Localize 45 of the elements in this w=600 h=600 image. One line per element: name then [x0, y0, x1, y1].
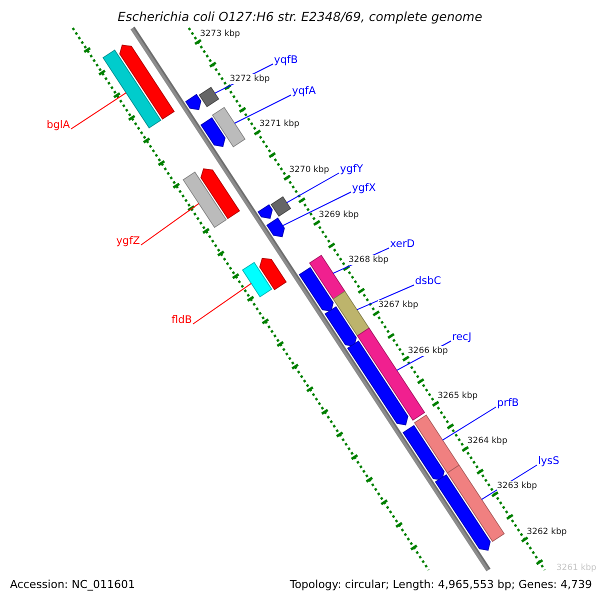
- accession-text: Accession: NC_011601: [10, 578, 136, 592]
- gene-label: dsbC: [415, 274, 442, 288]
- tick-label: 3262 kbp: [526, 526, 567, 536]
- gene-label: ygfX: [352, 181, 376, 195]
- tick-label: 3270 kbp: [289, 164, 330, 175]
- tick-label: 3266 kbp: [408, 346, 448, 356]
- tick-label: 3263 kbp: [497, 481, 538, 492]
- tick-label: 3271 kbp: [259, 119, 300, 130]
- gene-bar: [182, 172, 227, 228]
- gene-label: prfB: [497, 396, 519, 410]
- leader-line: [356, 284, 414, 310]
- gene-bar: [212, 106, 246, 148]
- tick-label: 3268 kbp: [348, 255, 389, 266]
- tick-label: 3267 kbp: [378, 300, 418, 310]
- leader-line: [140, 203, 200, 246]
- tick-label: 3269 kbp: [318, 210, 359, 220]
- gene-bar: [242, 262, 272, 298]
- gene-label: bglA: [46, 118, 70, 132]
- gene-label: yqfB: [274, 53, 298, 67]
- gene-bar: [332, 290, 370, 336]
- gene-bar: [309, 254, 346, 300]
- leader-line: [234, 94, 292, 124]
- tick-label: 3265 kbp: [438, 390, 478, 401]
- tick-label: 3264 kbp: [467, 436, 508, 446]
- genome-summary-text: Topology: circular; Length: 4,965,553 bp; Genes: 4,739: [290, 578, 592, 592]
- gene-label: yqfA: [292, 84, 316, 98]
- gene-label: recJ: [452, 330, 472, 344]
- gene-bar: [198, 86, 220, 108]
- leader-line: [70, 92, 127, 130]
- tick-label: 3272 kbp: [230, 74, 270, 84]
- gene-bar: [270, 196, 292, 217]
- leader-line: [286, 172, 340, 204]
- gene-label: xerD: [390, 237, 415, 251]
- leader-line: [282, 192, 352, 226]
- gene-bar: [102, 49, 162, 128]
- gene-bar: [266, 218, 285, 238]
- title: Escherichia coli O127:H6 str. E2348/69, complete genome: [116, 10, 484, 24]
- gene-label: ygfZ: [116, 234, 140, 248]
- leader-line: [192, 282, 252, 324]
- leader-line: [442, 406, 496, 441]
- gene-label: fldB: [172, 313, 192, 327]
- gene-label: ygfY: [340, 162, 363, 176]
- tick-label: 3273 kbp: [200, 28, 240, 39]
- gene-bar: [414, 414, 460, 474]
- gene-label: lysS: [538, 454, 560, 468]
